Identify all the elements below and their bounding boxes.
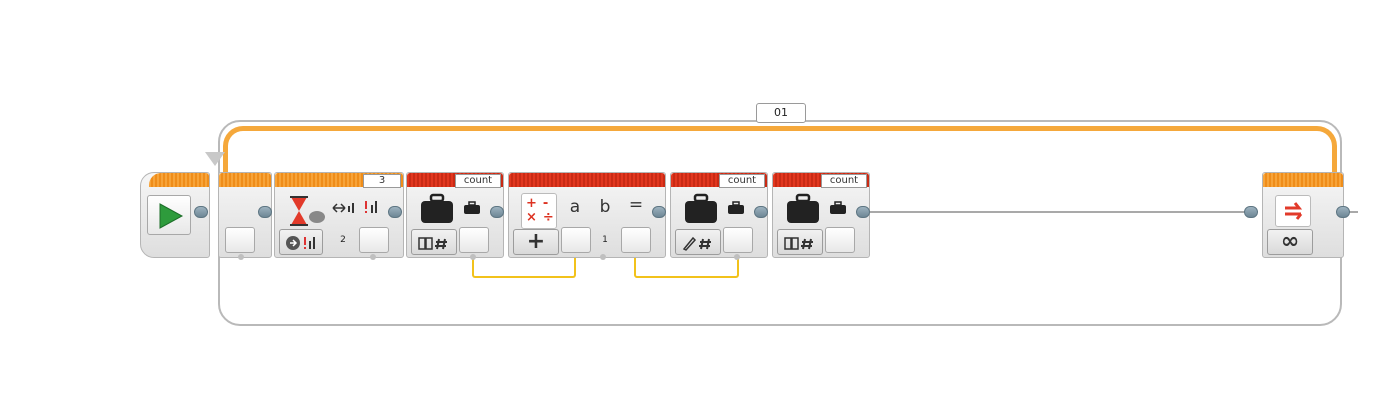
loop-end-output-plug [1336, 206, 1350, 218]
math-input-b-value[interactable]: 1 [602, 235, 608, 245]
loop-return-wire [223, 126, 1337, 186]
math-icon: +- ×÷ [521, 193, 557, 229]
variable-name-label[interactable]: count [821, 174, 867, 188]
data-wire-count-to-math [472, 250, 576, 278]
math-input-b-label: b [599, 197, 611, 217]
math-input-a-label: a [569, 197, 581, 217]
variable-plug [754, 206, 768, 218]
variable-output-icon [830, 201, 846, 214]
variable-mode-selector[interactable] [675, 229, 721, 255]
data-wire-math-to-count [634, 250, 739, 278]
suitcase-icon [421, 193, 453, 223]
wait-mode-selector[interactable] [279, 229, 323, 255]
variable-name-label[interactable]: count [455, 174, 501, 188]
variable-block-read[interactable]: count [772, 172, 870, 258]
variable-dot [470, 254, 476, 260]
variable-mode-selector[interactable] [777, 229, 823, 255]
loop-name-label[interactable]: 01 [756, 103, 806, 123]
suitcase-icon [787, 193, 819, 223]
play-icon [159, 203, 184, 229]
write-numeric-icon [682, 236, 711, 251]
variable-plug [490, 206, 504, 218]
math-plug [652, 206, 666, 218]
variable-name-label[interactable]: count [719, 174, 765, 188]
variable-input-icon [728, 201, 744, 214]
variable-block-read[interactable]: count [406, 172, 504, 258]
wait-port-label[interactable]: 3 [363, 174, 401, 188]
math-block[interactable]: +- ×÷ a b = + 1 [508, 172, 666, 258]
wait-dot [370, 254, 376, 260]
variable-value-output [825, 227, 855, 253]
start-button[interactable] [147, 195, 191, 235]
wait-plug [388, 206, 402, 218]
hourglass-icon [290, 196, 325, 226]
math-dot [600, 254, 606, 260]
variable-mode-selector[interactable] [411, 229, 457, 255]
loop-start-dot [238, 254, 244, 260]
loop-start-param [225, 227, 255, 253]
read-numeric-icon [784, 237, 813, 250]
wait-block[interactable]: 3 2 [274, 172, 404, 258]
math-equals-label: = [628, 195, 644, 215]
wait-result-output [359, 227, 389, 253]
sequence-wire-out [1342, 211, 1358, 213]
suitcase-icon [685, 193, 717, 223]
loop-notch [205, 152, 225, 166]
sensor-compare-icon [286, 236, 315, 250]
start-block[interactable] [140, 172, 210, 258]
read-numeric-icon [418, 237, 447, 250]
math-result-output [621, 227, 651, 253]
math-mode-selector[interactable]: + [513, 229, 559, 255]
loop-start-plug [258, 206, 272, 218]
compare-arrow-icon [332, 203, 354, 213]
variable-block-write[interactable]: count [670, 172, 768, 258]
sequence-wire [868, 211, 1246, 213]
variable-plug [856, 206, 870, 218]
loop-interrupt-icon [1275, 195, 1311, 227]
wait-amount-value[interactable]: 2 [340, 235, 346, 245]
variable-output-icon [464, 201, 480, 214]
variable-dot [734, 254, 740, 260]
start-output-plug [194, 206, 208, 218]
loop-end-input-plug [1244, 206, 1258, 218]
variable-value-input[interactable] [723, 227, 753, 253]
loop-mode-selector[interactable]: ∞ [1267, 229, 1313, 255]
variable-value-output [459, 227, 489, 253]
math-input-a[interactable] [561, 227, 591, 253]
loop-end-block[interactable]: ∞ [1262, 172, 1344, 258]
change-level-icon [365, 201, 377, 213]
